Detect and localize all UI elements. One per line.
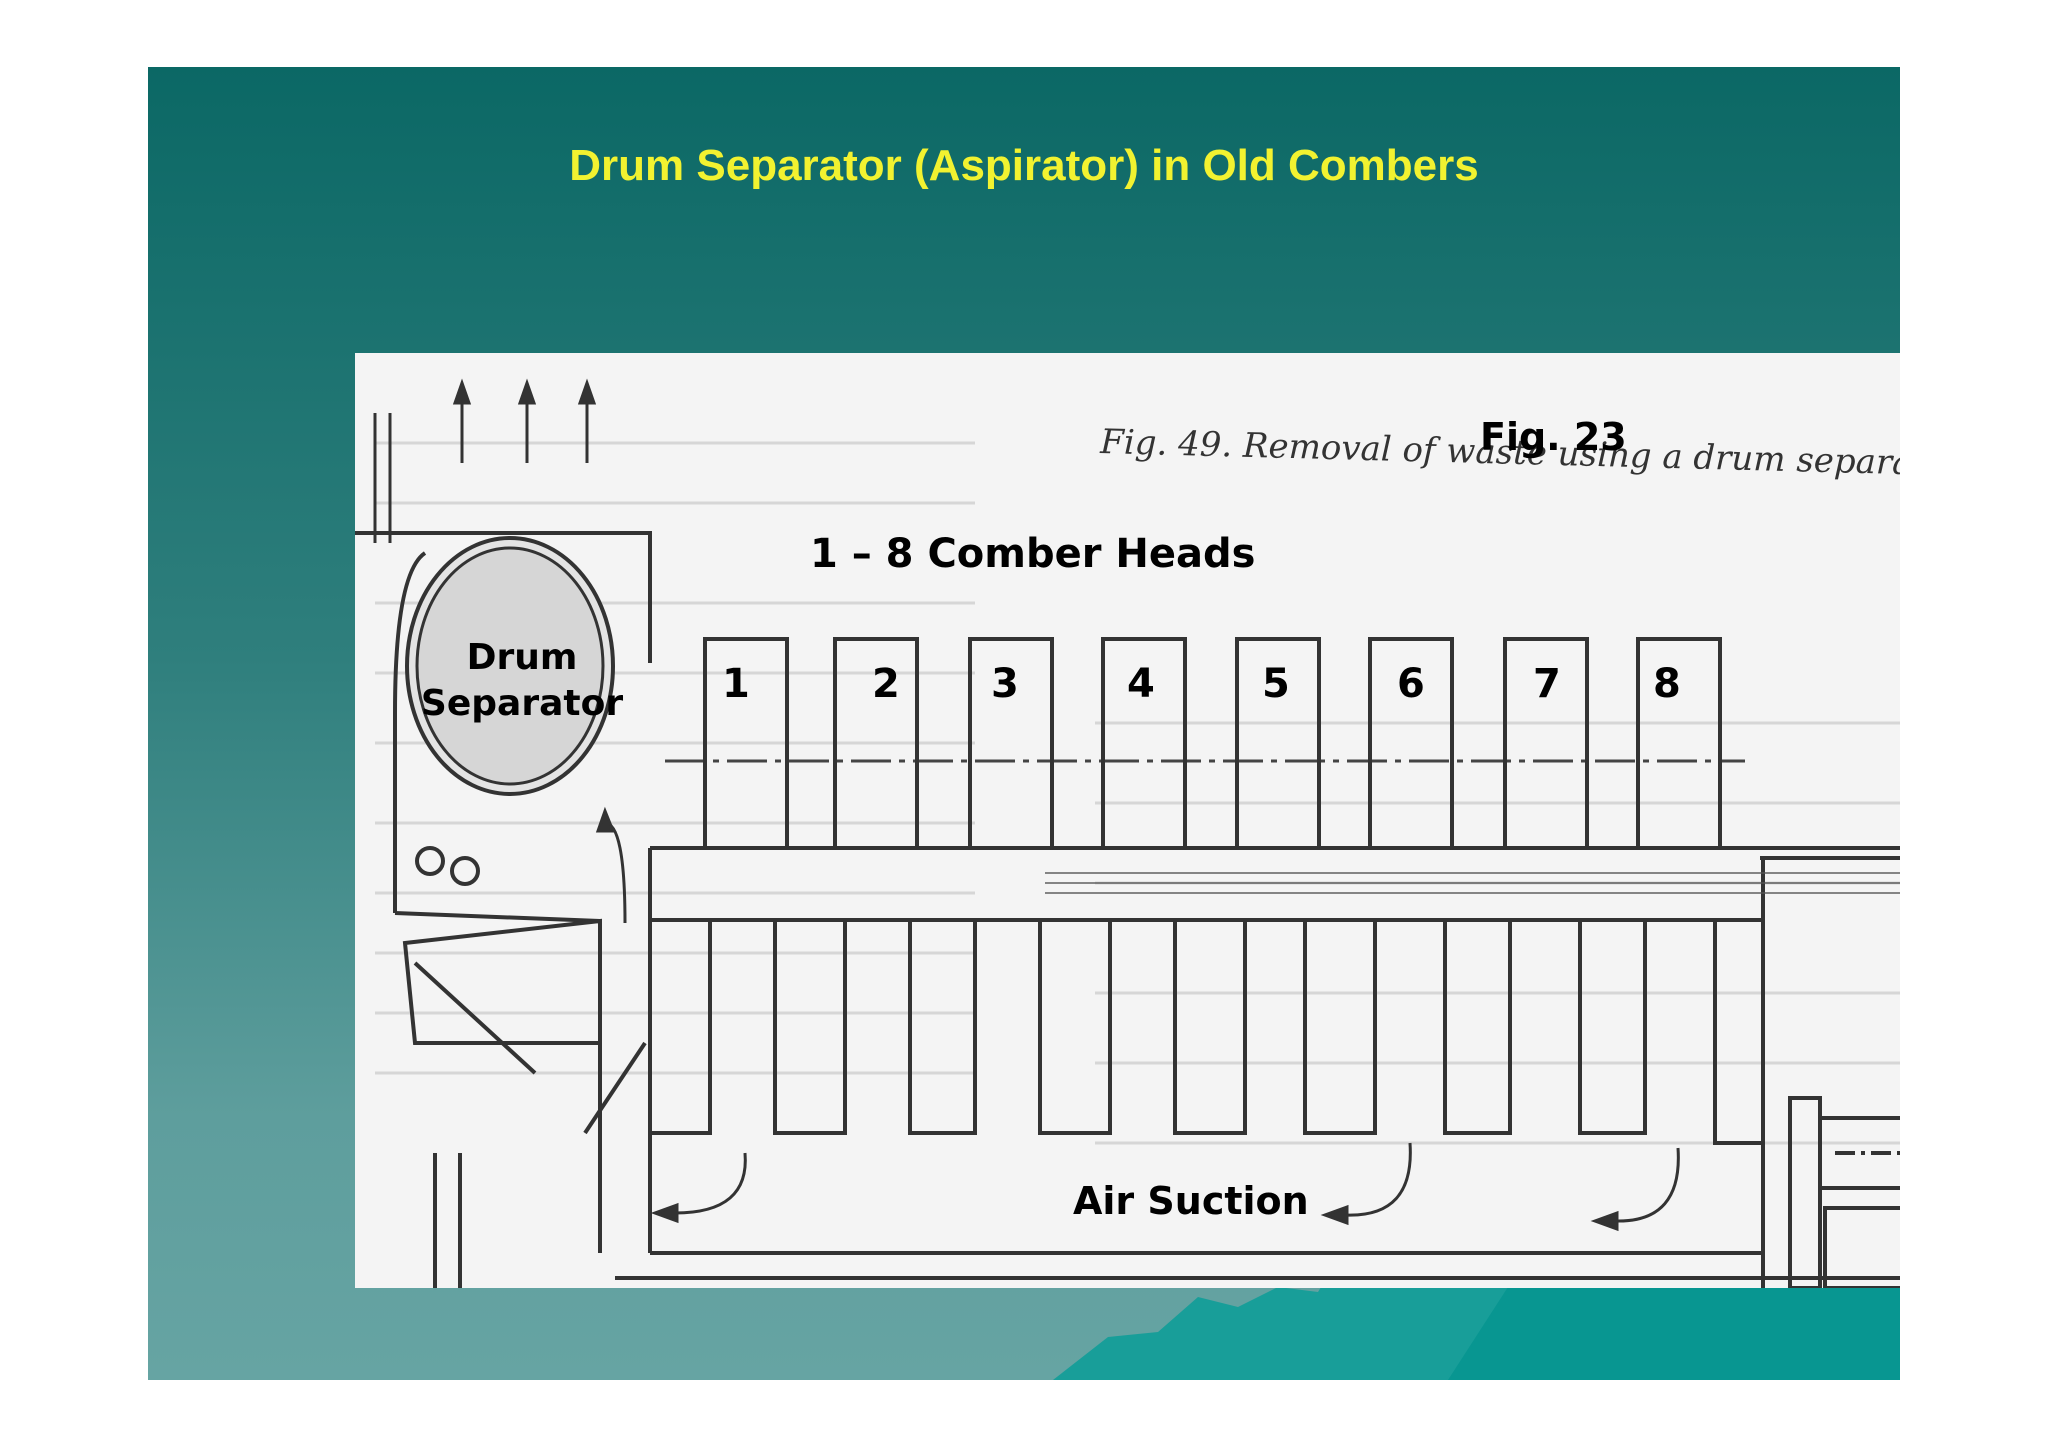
- drum-separator-label-line1: Drum: [466, 637, 578, 678]
- drum-separator-label: Drum Separator: [412, 635, 632, 727]
- head-number: 4: [1127, 661, 1155, 707]
- slide: Drum Separator (Aspirator) in Old Comber…: [148, 67, 1900, 1380]
- head-number: 8: [1653, 661, 1681, 707]
- comber-diagram: Fig. 49. Removal of waste using a drum s…: [355, 353, 1900, 1288]
- head-number: 7: [1533, 661, 1561, 707]
- head-number: 6: [1397, 661, 1425, 707]
- head-number: 1: [722, 661, 750, 707]
- head-number: 2: [872, 661, 900, 707]
- comber-heads-label: 1 – 8 Comber Heads: [810, 531, 1256, 577]
- figure-number: Fig. 23: [1480, 415, 1627, 459]
- head-number: 3: [991, 661, 1019, 707]
- slide-title: Drum Separator (Aspirator) in Old Comber…: [569, 141, 1479, 190]
- diagram-drawing: Fig. 49. Removal of waste using a drum s…: [355, 378, 1900, 1288]
- head-number: 5: [1262, 661, 1290, 707]
- drum-separator-label-line2: Separator: [420, 683, 624, 724]
- air-suction-label: Air Suction: [1073, 1179, 1309, 1223]
